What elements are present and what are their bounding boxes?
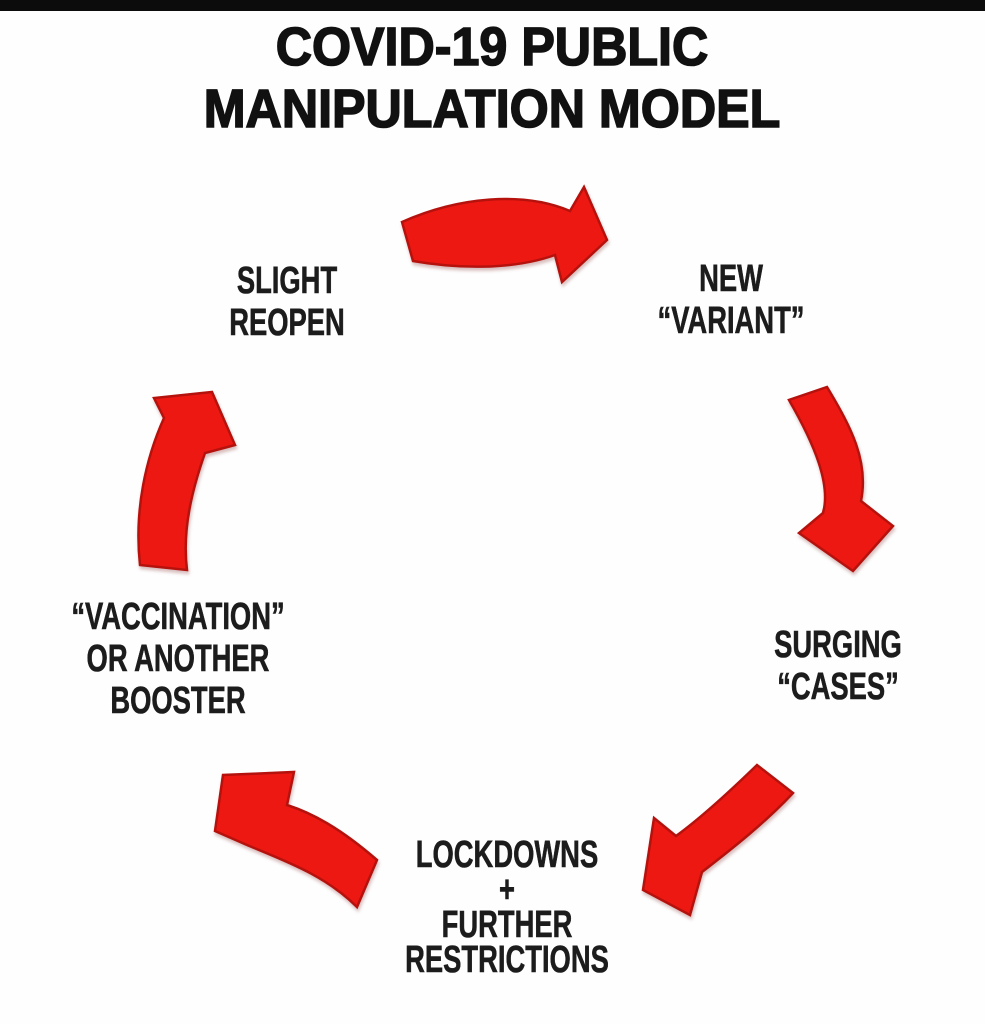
node-label-line: “CASES” [777,666,899,709]
arrow-lockdowns-to-vaccination-icon [213,770,379,910]
cycle-node-lockdowns: LOCKDOWNS + FURTHER RESTRICTIONS [405,834,609,981]
node-label-line: “VARIANT” [657,300,805,343]
node-label-line: “VACCINATION” [71,596,285,639]
cycle-node-new-variant: NEW “VARIANT” [657,258,805,343]
node-label-line: BOOSTER [110,680,246,723]
node-label-line: NEW [699,258,763,301]
arrow-slight-reopen-to-new-variant-icon [400,184,609,285]
node-label-line: RESTRICTIONS [405,939,609,981]
arrow-surging-cases-to-lockdowns-icon [641,763,795,917]
arrow-new-variant-to-surging-cases-icon [787,385,895,573]
node-label-line: + [499,869,515,911]
top-black-bar [0,0,985,11]
cycle-node-surging-cases: SURGING “CASES” [774,624,902,709]
cycle-node-vaccination: “VACCINATION” OR ANOTHER BOOSTER [71,596,285,723]
node-label-line: REOPEN [229,302,345,345]
diagram-title: COVID-19 PUBLIC MANIPULATION MODEL [132,16,852,140]
node-label-line: SURGING [774,624,902,667]
title-line-2: MANIPULATION MODEL [203,78,781,140]
node-label-line: FURTHER [441,904,573,946]
title-line-1: COVID-19 PUBLIC [275,16,709,78]
node-label-line: OR ANOTHER [86,638,270,681]
node-label-line: SLIGHT [236,260,338,303]
cycle-node-slight-reopen: SLIGHT REOPEN [229,260,345,345]
node-label-line: LOCKDOWNS [415,834,599,876]
arrow-vaccination-to-slight-reopen-icon [137,390,237,572]
